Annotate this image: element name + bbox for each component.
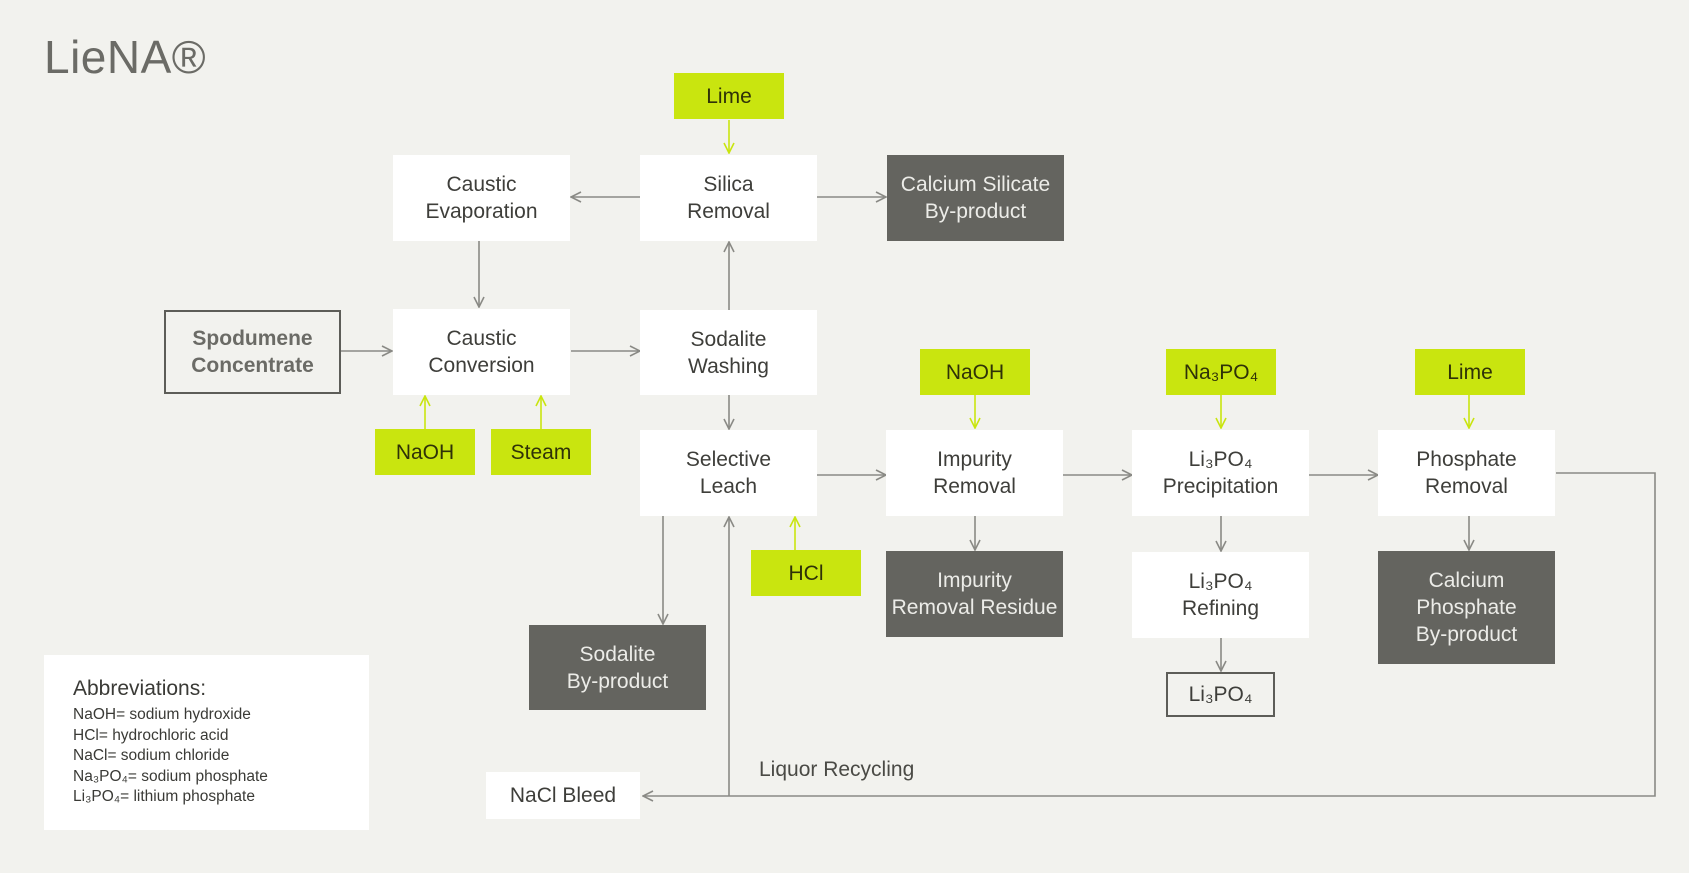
sodalite-byproduct: Sodalite By-product [529, 625, 706, 710]
byproduct-line: Calcium [1428, 569, 1505, 592]
naoh-label: NaOH [945, 360, 1005, 384]
naoh-label: NaOH [395, 440, 455, 464]
calcium-phosphate-byproduct: Calcium Phosphate By-product [1378, 551, 1555, 664]
node-line: Li₃PO₄ [1188, 683, 1253, 706]
byproduct-line: Phosphate [1416, 596, 1517, 619]
node-line: NaCl Bleed [509, 784, 617, 807]
byproduct-line: Impurity [937, 569, 1012, 592]
impurity-removal-node: Impurity Removal [886, 430, 1063, 516]
node-line: Phosphate [1416, 448, 1517, 471]
node-line: Refining [1181, 597, 1260, 620]
naoh-input-impurity: NaOH [920, 349, 1030, 395]
nacl-bleed-node: NaCl Bleed [486, 772, 640, 819]
abbreviation-item: NaCl= sodium chloride [73, 747, 230, 764]
steam-label: Steam [510, 440, 572, 464]
spodumene-concentrate-node: Spodumene Concentrate [164, 310, 341, 394]
byproduct-line: By-product [566, 669, 669, 693]
byproduct-line: By-product [1415, 623, 1518, 646]
node-line: Removal [933, 475, 1016, 498]
byproduct-line: Removal Residue [891, 596, 1058, 619]
node-line: Caustic [446, 327, 517, 350]
lime-input-silica: Lime [674, 73, 784, 119]
node-line: Precipitation [1162, 475, 1279, 498]
node-line: Conversion [428, 354, 535, 377]
node-line: Leach [699, 475, 758, 498]
li3po4-precipitation-node: Li₃PO₄ Precipitation [1132, 430, 1309, 516]
byproduct-line: By-product [924, 200, 1027, 223]
li3po4-refining-node: Li₃PO₄ Refining [1132, 552, 1309, 638]
impurity-removal-residue: Impurity Removal Residue [886, 551, 1063, 637]
node-line: Impurity [937, 448, 1012, 471]
node-line: Evaporation [425, 200, 538, 223]
naoh-input-conversion: NaOH [375, 429, 475, 475]
byproduct-line: Sodalite [579, 642, 656, 666]
phosphate-removal-node: Phosphate Removal [1378, 430, 1555, 516]
byproduct-line: Calcium Silicate [900, 173, 1051, 196]
node-line: Silica [703, 173, 754, 196]
node-line: Concentrate [191, 354, 314, 377]
node-line: Sodalite [690, 327, 767, 351]
node-line: Removal [687, 200, 770, 223]
node-line: Li₃PO₄ [1188, 570, 1253, 593]
hcl-label: HCl [788, 561, 824, 585]
node-line: Spodumene [192, 327, 313, 350]
abbreviations-panel: Abbreviations: NaOH= sodium hydroxide HC… [44, 655, 369, 830]
calcium-silicate-byproduct: Calcium Silicate By-product [887, 155, 1064, 241]
arrow-liquor-recycle-loop [643, 472, 1656, 796]
sodalite-washing-node: Sodalite Washing [640, 310, 817, 395]
node-line: Li₃PO₄ [1188, 448, 1253, 471]
abbreviation-item: Na₃PO₄= sodium phosphate [73, 767, 268, 785]
node-line: Removal [1425, 475, 1508, 498]
steam-input: Steam [491, 429, 591, 475]
abbreviations-heading: Abbreviations: [73, 677, 207, 700]
caustic-conversion-node: Caustic Conversion [393, 309, 570, 395]
silica-removal-node: Silica Removal [640, 155, 817, 241]
na3po4-input: Na₃PO₄ [1166, 349, 1276, 395]
page-title: LieNA® [44, 31, 207, 83]
node-line: Selective [685, 448, 772, 471]
lime-input-phosphate: Lime [1415, 349, 1525, 395]
liquor-recycling-label: Liquor Recycling [759, 758, 915, 781]
abbreviation-item: Li₃PO₄= lithium phosphate [73, 788, 255, 805]
hcl-input: HCl [751, 550, 861, 596]
node-line: Caustic [446, 173, 517, 196]
abbreviation-item: NaOH= sodium hydroxide [73, 706, 251, 723]
node-line: Washing [688, 354, 769, 378]
li3po4-product-node: Li₃PO₄ [1166, 672, 1275, 717]
selective-leach-node: Selective Leach [640, 430, 817, 516]
na3po4-label: Na₃PO₄ [1183, 360, 1259, 384]
abbreviation-item: HCl= hydrochloric acid [73, 726, 229, 744]
lime-label: Lime [706, 84, 752, 108]
lime-label: Lime [1447, 360, 1493, 384]
caustic-evaporation-node: Caustic Evaporation [393, 155, 570, 241]
